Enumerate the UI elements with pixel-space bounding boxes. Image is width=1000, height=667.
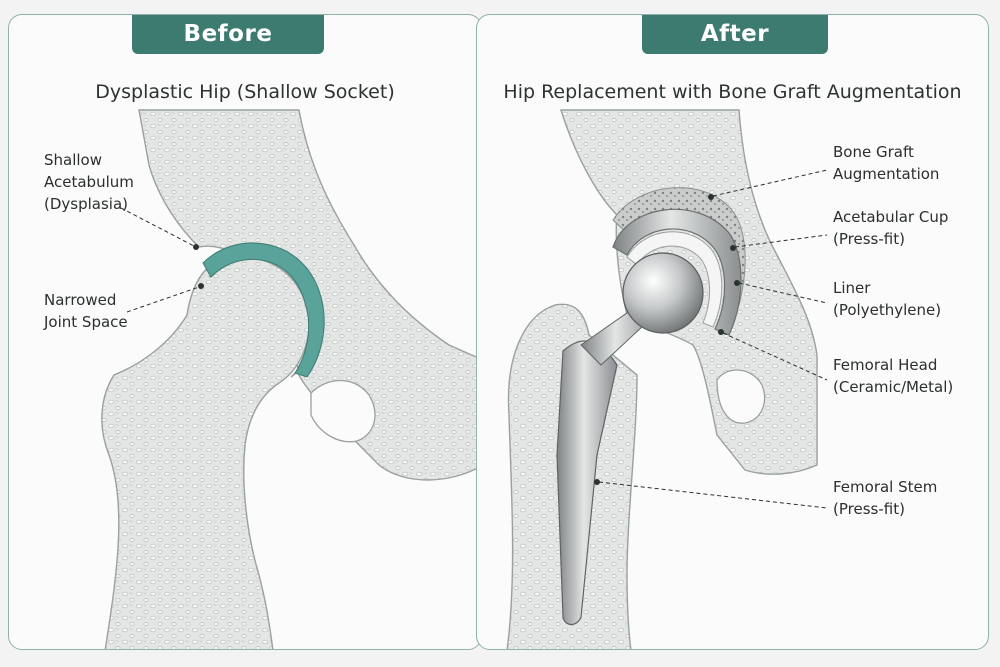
acetabular-cup-label: Acetabular Cup (Press-fit) [833,206,948,250]
after-panel: After Hip Replacement with Bone Graft Au… [476,14,989,650]
femoral-stem-label: Femoral Stem (Press-fit) [833,476,937,520]
label-line: Joint Space [44,313,128,331]
after-title: Hip Replacement with Bone Graft Augmenta… [503,81,962,103]
acetabular-cup [612,208,742,336]
hip-replacement-illustration [506,109,828,649]
femoral-stem [556,340,618,626]
label-line: (Dysplasia) [44,195,129,213]
shallow-acetabulum-label: Shallow Acetabulum (Dysplasia) [44,149,134,215]
label-line: Femoral Head [833,356,938,374]
narrowed-joint-space-label: Narrowed Joint Space [44,289,128,333]
dysplastic-hip-illustration [101,109,481,649]
femur-bone [101,256,310,649]
label-line: Acetabular Cup [833,208,949,226]
label-line: (Press-fit) [833,500,905,518]
before-tab: Before [132,15,324,54]
femoral-head [622,252,704,334]
before-title: Dysplastic Hip (Shallow Socket) [95,81,395,103]
after-tab: After [642,15,828,54]
joint-cartilage [202,242,325,378]
obturator-foramen [310,380,376,443]
label-line: (Polyethylene) [833,301,942,319]
shallow-acetabulum-marker [193,244,199,250]
label-line: Shallow [44,151,103,169]
label-line: (Ceramic/Metal) [833,378,954,396]
label-line: Liner [833,279,871,297]
before-panel: Before Dysplastic Hip (Shallow Socket) S… [8,14,482,650]
liner-label: Liner (Polyethylene) [833,277,941,321]
label-line: Bone Graft [833,143,914,161]
bone-graft-label: Bone Graft Augmentation [833,141,939,185]
femoral-head-label: Femoral Head (Ceramic/Metal) [833,354,953,398]
obturator-foramen [716,369,766,424]
label-line: (Press-fit) [833,230,905,248]
label-line: Femoral Stem [833,478,938,496]
after-leader-lines [598,169,828,509]
narrowed-joint-space-marker [198,283,204,289]
label-line: Acetabulum [44,173,134,191]
label-line: Narrowed [44,291,117,309]
liner [626,231,723,328]
label-line: Augmentation [833,165,940,183]
after-marker-dots [594,194,740,485]
narrowed-joint-space-leader [126,286,200,313]
